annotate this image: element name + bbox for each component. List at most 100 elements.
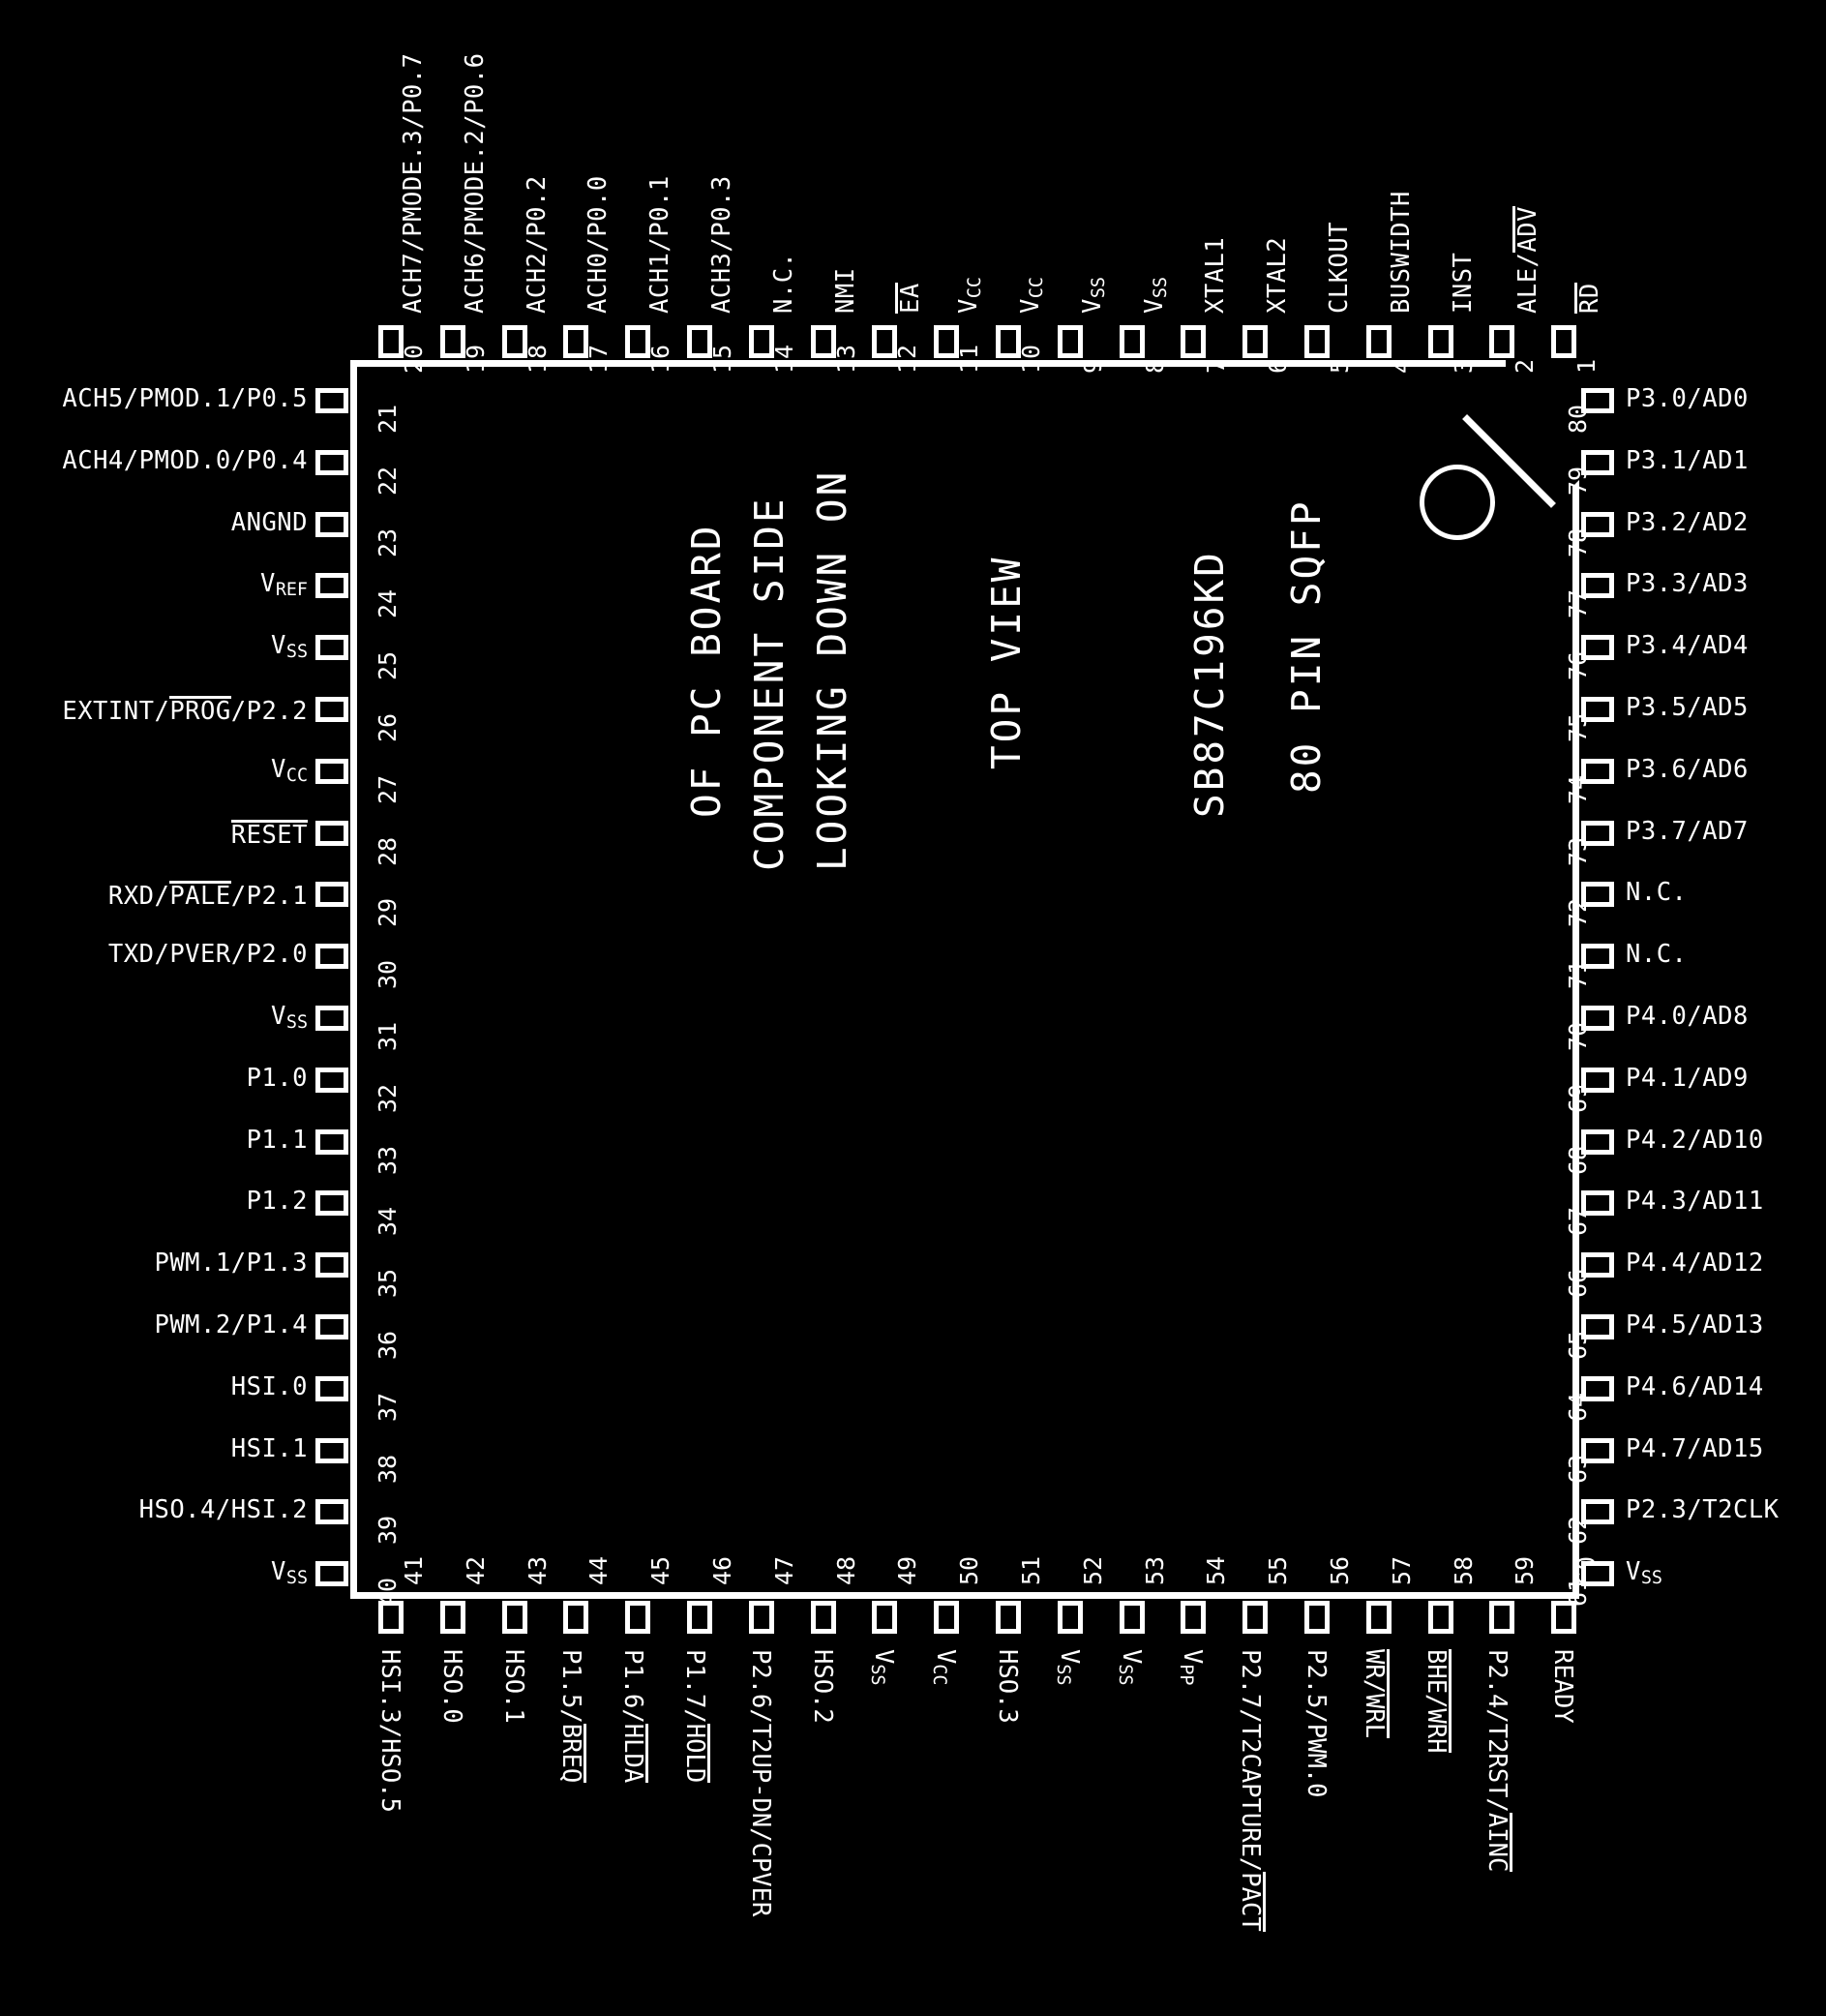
pin-label-23: ANGND bbox=[230, 507, 308, 537]
pin-stub-68 bbox=[1581, 1128, 1614, 1155]
pin-stub-49 bbox=[872, 1601, 898, 1634]
pin-number-52: 52 bbox=[1078, 1555, 1107, 1585]
pin-number-16: 16 bbox=[646, 344, 675, 374]
pin-stub-71 bbox=[1581, 944, 1614, 970]
pin-stub-5 bbox=[1304, 325, 1330, 358]
pin-label-2: ALE/ADV bbox=[1512, 206, 1543, 314]
pin-label-46: P1.7/HOLD bbox=[680, 1649, 710, 1784]
pin-stub-50 bbox=[934, 1601, 960, 1634]
pin-stub-32 bbox=[315, 1067, 348, 1093]
pin-label-38: HSI.1 bbox=[230, 1433, 308, 1463]
pin-label-75: P3.5/AD5 bbox=[1626, 693, 1749, 722]
pin-label-55: P2.7/T2CAPTURE/PACT bbox=[1236, 1649, 1267, 1932]
pin-number-31: 31 bbox=[374, 1021, 402, 1051]
pin-number-29: 29 bbox=[374, 898, 402, 928]
pin-number-15: 15 bbox=[708, 344, 736, 374]
pin-stub-18 bbox=[501, 325, 527, 358]
pin-stub-72 bbox=[1581, 882, 1614, 908]
pin-stub-1 bbox=[1551, 325, 1577, 358]
pin-stub-4 bbox=[1365, 325, 1392, 358]
pin-number-21: 21 bbox=[374, 404, 402, 434]
pin-1-indicator-circle bbox=[1420, 465, 1495, 540]
pin-stub-48 bbox=[810, 1601, 836, 1634]
pin-number-17: 17 bbox=[584, 344, 614, 374]
pin-label-80: P3.0/AD0 bbox=[1626, 384, 1749, 413]
pin-number-13: 13 bbox=[831, 344, 860, 374]
pin-stub-51 bbox=[996, 1601, 1021, 1634]
pin-number-20: 20 bbox=[400, 344, 428, 374]
pin-label-7: XTAL1 bbox=[1201, 236, 1231, 314]
pin-label-1: RD bbox=[1574, 283, 1605, 314]
pin-label-22: ACH4/PMOD.0/P0.4 bbox=[62, 445, 308, 475]
pin-stub-47 bbox=[748, 1601, 774, 1634]
note-line-1: LOOKING DOWN ON bbox=[809, 468, 855, 871]
pin-stub-9 bbox=[1057, 325, 1083, 358]
pin-number-69: 69 bbox=[1564, 1083, 1592, 1113]
pin-label-67: P4.3/AD11 bbox=[1626, 1187, 1764, 1217]
pin-label-62: P2.3/T2CLK bbox=[1626, 1495, 1780, 1525]
pin-stub-70 bbox=[1581, 1006, 1614, 1031]
pin-label-9: VSS bbox=[1077, 277, 1109, 314]
pin-label-29: RXD/PALE/P2.1 bbox=[107, 881, 308, 912]
pin-label-18: ACH2/P0.2 bbox=[522, 175, 552, 314]
pin-number-42: 42 bbox=[461, 1555, 490, 1585]
pin-number-57: 57 bbox=[1387, 1555, 1416, 1585]
pin-number-78: 78 bbox=[1564, 527, 1592, 557]
pin-number-62: 62 bbox=[1564, 1516, 1592, 1546]
pin-label-26: EXTINT/PROG/P2.2 bbox=[62, 696, 308, 726]
pin-stub-46 bbox=[687, 1601, 712, 1634]
pin-stub-76 bbox=[1581, 635, 1614, 661]
pin-number-9: 9 bbox=[1078, 358, 1107, 374]
pin-label-53: VSS bbox=[1114, 1649, 1146, 1686]
pin-number-47: 47 bbox=[769, 1555, 798, 1585]
pin-number-73: 73 bbox=[1564, 836, 1592, 866]
pin-number-68: 68 bbox=[1564, 1145, 1592, 1175]
pin-label-17: ACH0/P0.0 bbox=[584, 175, 614, 314]
pin-stub-55 bbox=[1242, 1601, 1269, 1634]
pin-number-5: 5 bbox=[1326, 358, 1354, 374]
pin-stub-67 bbox=[1581, 1190, 1614, 1217]
package-type-text: 80 PIN SQFP bbox=[1283, 498, 1330, 794]
pin-number-25: 25 bbox=[374, 651, 402, 681]
pin-stub-13 bbox=[810, 325, 836, 358]
pin-label-71: N.C. bbox=[1626, 940, 1688, 970]
pin-stub-63 bbox=[1581, 1437, 1614, 1463]
pin-stub-23 bbox=[315, 511, 348, 537]
pin-stub-12 bbox=[872, 325, 898, 358]
pin-label-78: P3.2/AD2 bbox=[1626, 507, 1749, 537]
pin-stub-73 bbox=[1581, 820, 1614, 846]
pin-number-6: 6 bbox=[1264, 358, 1293, 374]
pin-number-7: 7 bbox=[1202, 358, 1231, 374]
pin-stub-33 bbox=[315, 1128, 348, 1155]
pin-label-65: P4.5/AD13 bbox=[1626, 1310, 1764, 1339]
pin-stub-27 bbox=[315, 758, 348, 784]
pin-stub-34 bbox=[315, 1190, 348, 1217]
pin-stub-36 bbox=[315, 1314, 348, 1339]
pin-stub-28 bbox=[315, 820, 348, 846]
pin-label-24: VREF bbox=[259, 569, 308, 601]
pin-stub-3 bbox=[1427, 325, 1453, 358]
pin-stub-20 bbox=[378, 325, 404, 358]
pin-label-37: HSI.0 bbox=[230, 1371, 308, 1401]
pin-label-8: VSS bbox=[1139, 277, 1171, 314]
note-line-3: OF PC BOARD bbox=[683, 523, 730, 818]
pin-number-51: 51 bbox=[1017, 1555, 1045, 1585]
pin-stub-31 bbox=[315, 1006, 348, 1031]
pin-number-22: 22 bbox=[374, 466, 402, 496]
pin-label-69: P4.1/AD9 bbox=[1626, 1063, 1749, 1093]
pin-number-61: 61 bbox=[1564, 1578, 1592, 1608]
pin-number-79: 79 bbox=[1564, 466, 1592, 496]
pin-number-37: 37 bbox=[374, 1392, 402, 1422]
pin-label-49: VSS bbox=[867, 1649, 899, 1686]
pin-label-36: PWM.2/P1.4 bbox=[154, 1310, 308, 1339]
pin-number-12: 12 bbox=[893, 344, 922, 374]
pin-stub-52 bbox=[1057, 1601, 1083, 1634]
pin-label-41: HSI.3/HSO.5 bbox=[375, 1649, 404, 1813]
pin-stub-54 bbox=[1181, 1601, 1207, 1634]
pin-number-63: 63 bbox=[1564, 1454, 1592, 1484]
pin-number-30: 30 bbox=[374, 960, 402, 990]
pin-stub-6 bbox=[1242, 325, 1269, 358]
pin-label-60: READY bbox=[1548, 1649, 1578, 1724]
pin-label-77: P3.3/AD3 bbox=[1626, 569, 1749, 599]
pin-label-5: CLKOUT bbox=[1325, 221, 1354, 314]
